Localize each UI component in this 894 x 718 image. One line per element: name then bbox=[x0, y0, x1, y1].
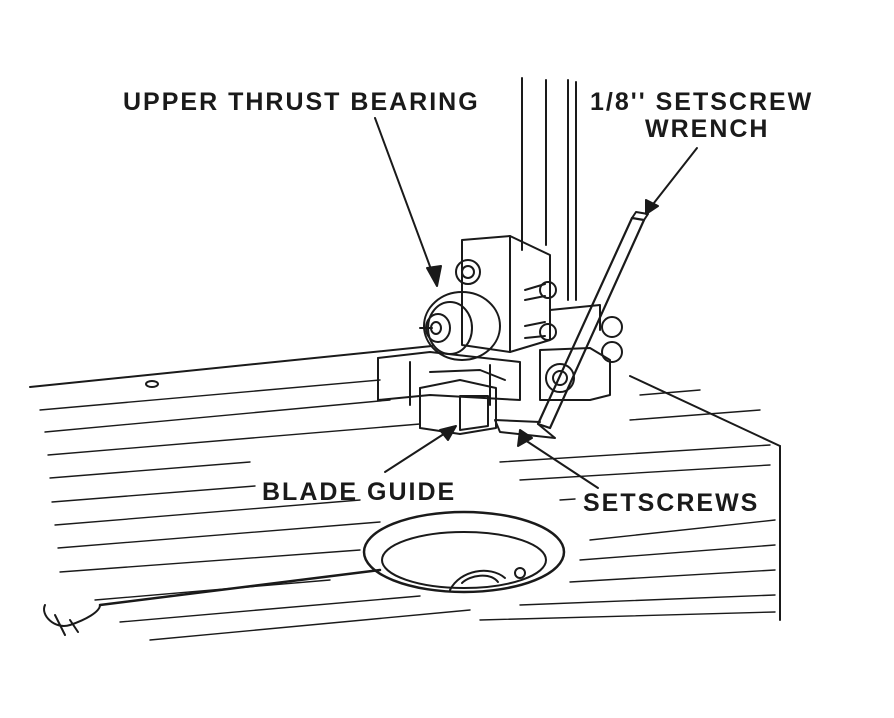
label-blade-guide: BLADE GUIDE bbox=[262, 478, 457, 506]
guide-post bbox=[521, 77, 577, 301]
upper-thrust-bearing bbox=[419, 291, 501, 361]
setscrew-wrench bbox=[494, 211, 649, 439]
blade-guide-block bbox=[419, 369, 506, 435]
label-setscrew-wrench-line2: WRENCH bbox=[645, 115, 770, 143]
label-upper-thrust-bearing: UPPER THRUST BEARING bbox=[123, 88, 480, 116]
table-insert bbox=[362, 510, 566, 594]
guide-block bbox=[455, 235, 601, 353]
label-setscrews: SETSCREWS bbox=[583, 489, 760, 517]
label-setscrew-wrench-line1: 1/8'' SETSCREW bbox=[590, 88, 814, 116]
leader-lines bbox=[374, 117, 698, 489]
saw-table bbox=[29, 345, 781, 641]
lower-guide-assembly bbox=[377, 316, 623, 406]
